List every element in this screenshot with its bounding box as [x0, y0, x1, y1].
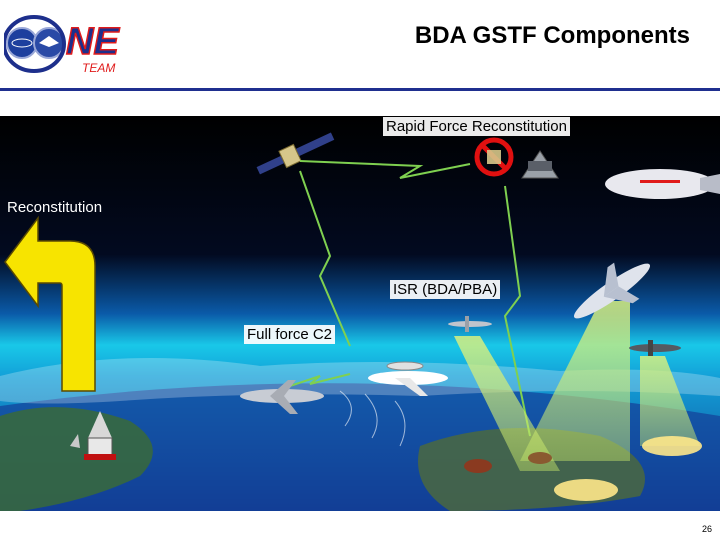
label-full-force-c2: Full force C2: [244, 325, 336, 344]
logo-wordmark: NE: [66, 21, 120, 63]
space-capsule-icon: [521, 150, 559, 179]
one-team-logo: NE TEAM: [4, 15, 121, 75]
scene-illustration: Rapid Force Reconstitution Reconstitutio…: [0, 116, 720, 511]
label-reconstitution: Reconstitution: [7, 199, 103, 216]
drone-icon: [629, 340, 681, 356]
sensor-beam-isr-aircraft: [520, 301, 630, 461]
comm-link-space-to-isr: [299, 170, 351, 347]
no-launch-symbol-icon: [474, 137, 514, 177]
footer: 26: [0, 511, 720, 540]
signal-waves: [339, 390, 406, 447]
comm-link-isr: [503, 185, 531, 437]
reconstitution-arrow: [4, 215, 96, 392]
spaceplane-icon: [605, 169, 720, 199]
ground-radar-icon: [70, 434, 80, 448]
header: NE TEAM BDA GSTF Components: [0, 0, 720, 88]
comm-link-satellite-capsule: [299, 160, 471, 179]
isr-aircraft-icon: [573, 262, 651, 319]
label-rapid-force-reconstitution: Rapid Force Reconstitution: [383, 117, 570, 136]
target-zone-2: [642, 436, 702, 456]
launch-vehicle-icon: [84, 411, 116, 460]
satellite-icon: [256, 132, 335, 175]
awacs-aircraft-icon: [368, 361, 448, 396]
page-number: 26: [701, 524, 712, 534]
cloud-band: [0, 358, 720, 404]
label-isr-bda-pba: ISR (BDA/PBA): [390, 280, 501, 299]
uav-icon: [448, 316, 492, 332]
transport-aircraft-icon: [240, 380, 324, 414]
header-divider: [0, 88, 720, 91]
logo-team-label: TEAM: [82, 61, 115, 75]
land-mass-west: [0, 407, 153, 511]
comm-link-c2: [289, 373, 351, 387]
page-title: BDA GSTF Components: [414, 22, 690, 49]
ground-target-icon: [464, 452, 552, 473]
target-zone-1: [554, 479, 618, 501]
sensor-beam-drone: [640, 356, 700, 446]
